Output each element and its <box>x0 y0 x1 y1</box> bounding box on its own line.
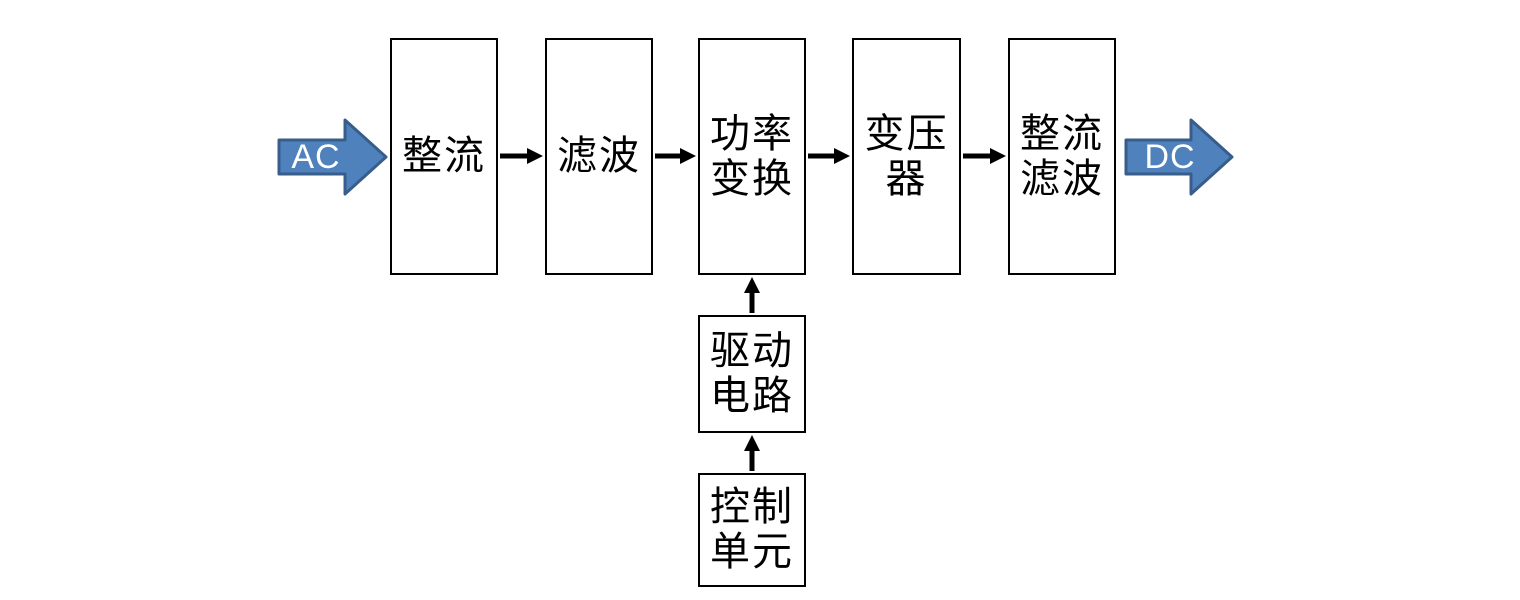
flow-arrow-control-to-drive <box>744 435 760 471</box>
ac-input-block-arrow <box>277 118 388 196</box>
block-power-conversion: 功率 变换 <box>698 38 806 275</box>
flow-arrow-rectifier-to-filter <box>500 148 543 164</box>
flow-arrow-transformer-to-rectfilter <box>963 148 1006 164</box>
flow-arrow-filter-to-power <box>655 148 696 164</box>
dc-output-block-arrow <box>1124 118 1234 196</box>
block-control-unit: 控制 单元 <box>698 473 806 587</box>
block-filter: 滤波 <box>545 38 653 275</box>
flow-arrow-drive-to-power <box>744 277 760 313</box>
flow-arrow-power-to-transformer <box>808 148 850 164</box>
ac-input-label: AC <box>291 137 341 176</box>
block-rectifier: 整流 <box>390 38 498 275</box>
dc-output-label: DC <box>1144 137 1196 176</box>
block-transformer: 变压 器 <box>852 38 961 275</box>
block-drive-circuit: 驱动 电路 <box>698 315 806 433</box>
block-rectify-filter: 整流 滤波 <box>1008 38 1116 275</box>
